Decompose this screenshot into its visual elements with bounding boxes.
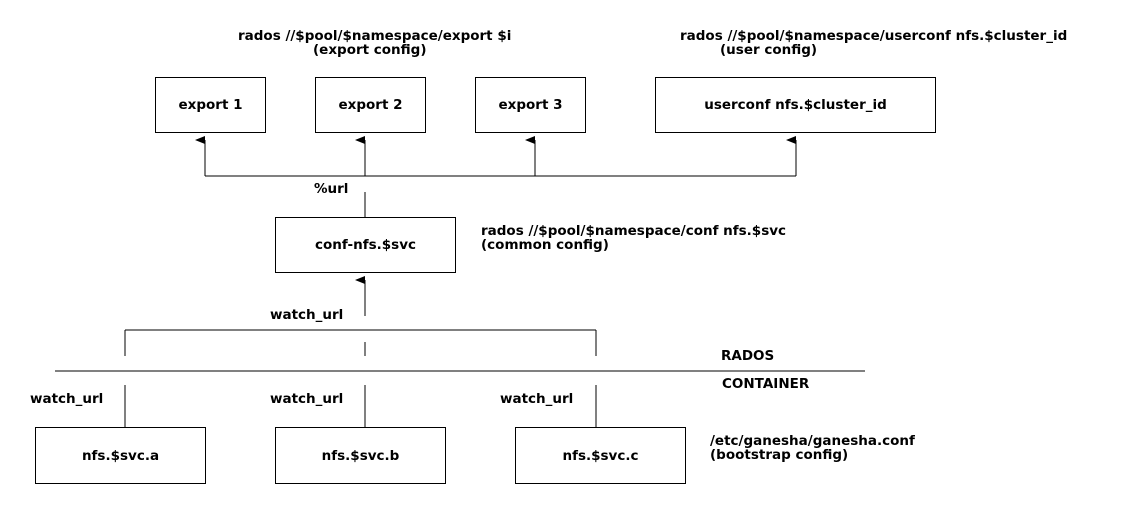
svc-c-box: nfs.$svc.c: [515, 427, 686, 484]
bootstrap-path-label: /etc/ganesha/ganesha.conf: [710, 433, 915, 449]
export-path-label: rados //$pool/$namespace/export $i: [238, 28, 512, 44]
svc-b-label: nfs.$svc.b: [321, 447, 400, 464]
bootstrap-desc-label: (bootstrap config): [710, 447, 849, 463]
userconf-box: userconf nfs.$cluster_id: [655, 77, 936, 133]
export-3-label: export 3: [498, 97, 563, 113]
svc-c-label: nfs.$svc.c: [562, 447, 639, 464]
watch-url-top-label: watch_url: [270, 307, 344, 323]
userconf-path-label: rados //$pool/$namespace/userconf nfs.$c…: [680, 28, 1068, 44]
userconf-label: userconf nfs.$cluster_id: [704, 97, 887, 113]
conf-box: conf-nfs.$svc: [275, 217, 456, 273]
export-desc-label: (export config): [313, 42, 427, 58]
conf-label: conf-nfs.$svc: [314, 237, 416, 253]
svc-b-box: nfs.$svc.b: [275, 427, 446, 484]
rados-layer-label: RADOS: [721, 348, 775, 364]
conf-desc-label: (common config): [481, 237, 609, 253]
export-2-label: export 2: [338, 97, 403, 113]
export-1-label: export 1: [178, 97, 243, 113]
watch-url-b-label: watch_url: [270, 391, 344, 407]
export-3-box: export 3: [475, 77, 586, 133]
svc-a-label: nfs.$svc.a: [81, 447, 160, 464]
export-1-box: export 1: [155, 77, 266, 133]
url-label: %url: [314, 181, 349, 197]
watch-url-c-label: watch_url: [500, 391, 574, 407]
container-layer-label: CONTAINER: [722, 376, 810, 392]
conf-path-label: rados //$pool/$namespace/conf nfs.$svc: [481, 223, 787, 239]
svc-a-box: nfs.$svc.a: [35, 427, 206, 484]
export-2-box: export 2: [315, 77, 426, 133]
userconf-desc-label: (user config): [720, 42, 818, 58]
watch-url-a-label: watch_url: [30, 391, 104, 407]
